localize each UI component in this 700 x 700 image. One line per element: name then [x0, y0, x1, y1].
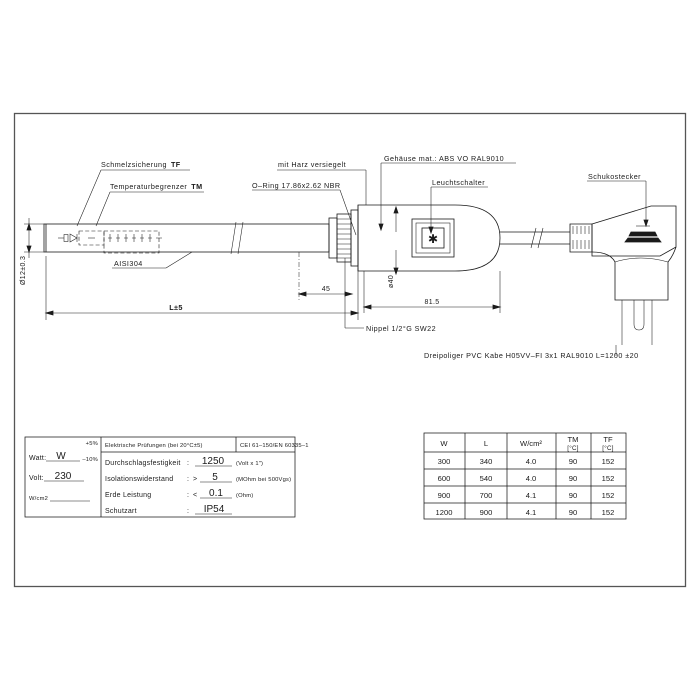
data-cell-2-1: 700 [480, 491, 493, 500]
spec-volt-label: Volt: [29, 475, 44, 482]
callout-gehaeuse: Gehäuse mat.: ABS VO RAL9010 [384, 154, 504, 163]
callout-leuchtschalter: Leuchtschalter [432, 178, 485, 187]
data-cell-3-0: 1200 [436, 508, 453, 517]
switch-housing: ✱ [357, 204, 501, 272]
spec-volt-value: 230 [55, 471, 72, 482]
callout-kabel: Dreipoliger PVC Kabe H05VV–FI 3x1 RAL901… [424, 351, 639, 360]
data-cell-1-0: 600 [438, 474, 451, 483]
dimension-length: L±5 [44, 256, 360, 320]
data-table-header-3: TM [568, 435, 579, 444]
callout-schukostecker: Schukostecker [588, 172, 641, 181]
spec-watt-value: W [56, 451, 66, 462]
callout-nippel: Nippel 1/2°G SW22 [366, 324, 436, 333]
spec-row-value-0: 1250 [202, 456, 225, 467]
data-cell-3-2: 4.1 [526, 508, 537, 517]
data-table-header-1: L [484, 439, 488, 448]
spec-electrical-header-right: CEI 61–150/EN 60335–1 [240, 443, 309, 449]
spec-watt-label: Watt: [29, 455, 46, 462]
dimension-diameter: Ø12±0.3 [20, 218, 44, 285]
data-cell-0-2: 4.0 [526, 457, 537, 466]
spec-wcm2-label: W/cm2 [29, 496, 48, 502]
spec-row-sep-3: : [187, 508, 189, 515]
internal-components [58, 230, 162, 254]
callout-leaders [76, 162, 649, 356]
data-cell-0-0: 300 [438, 457, 451, 466]
spec-row-op-2: < [193, 492, 197, 499]
data-cell-0-1: 340 [480, 457, 493, 466]
spec-row-sep-2: : [187, 492, 189, 499]
data-cell-2-0: 900 [438, 491, 451, 500]
data-table-header-4-unit: [°C] [602, 445, 614, 452]
callout-harz: mit Harz versiegelt [278, 160, 346, 169]
data-table-header-4: TF [603, 435, 613, 444]
spec-row-value-1: 5 [212, 472, 218, 483]
spec-row-label-0: Durchschlagsfestigkeit [105, 460, 181, 467]
dimension-length-label: L±5 [169, 303, 183, 312]
spec-row-op-1: > [193, 476, 197, 483]
dimension-815-label: 81.5 [424, 299, 439, 306]
data-cell-2-3: 90 [569, 491, 577, 500]
data-cell-1-3: 90 [569, 474, 577, 483]
data-cell-1-2: 4.0 [526, 474, 537, 483]
dimension-diameter-label: Ø12±0.3 [20, 256, 27, 285]
data-cell-2-2: 4.1 [526, 491, 537, 500]
data-cell-1-4: 152 [602, 474, 615, 483]
spec-table: +5% Watt: W –10% Volt: 230 W/cm2 Elektri… [24, 436, 309, 518]
dimension-815: 81.5 [362, 271, 502, 313]
dimension-dia40-label: ø40 [388, 275, 395, 288]
dimension-45: 45 [297, 252, 354, 300]
schuko-plug [569, 205, 677, 345]
spec-row-label-2: Erde Leistung [105, 492, 151, 499]
data-cell-0-3: 90 [569, 457, 577, 466]
data-cell-3-4: 152 [602, 508, 615, 517]
data-cell-3-3: 90 [569, 508, 577, 517]
data-table-header-3-unit: [°C] [567, 445, 579, 452]
heater-tube [43, 221, 330, 255]
spec-row-unit-2: (Ohm) [236, 493, 253, 499]
data-cell-2-4: 152 [602, 491, 615, 500]
spec-tolerance-plus: +5% [86, 441, 98, 447]
data-table: W L W/cm² TM [°C] TF [°C] 300 340 4.0 90… [423, 432, 627, 520]
dimension-45-label: 45 [322, 286, 331, 293]
spec-row-label-3: Schutzart [105, 508, 137, 515]
data-cell-3-1: 900 [480, 508, 493, 517]
spec-row-value-3: IP54 [204, 504, 225, 515]
spec-row-sep-1: : [187, 476, 189, 483]
power-cable [500, 227, 570, 249]
data-cell-0-4: 152 [602, 457, 615, 466]
callout-oring: O–Ring 17.86x2.62 NBR [252, 181, 341, 190]
data-cell-1-1: 540 [480, 474, 493, 483]
spec-row-unit-0: (Volt x 1") [236, 461, 263, 467]
spec-row-label-1: Isolationswiderstand [105, 476, 173, 483]
spec-row-value-2: 0.1 [209, 488, 223, 499]
switch-star-icon: ✱ [428, 232, 438, 246]
spec-row-sep-0: : [187, 460, 189, 467]
leuchtschalter-outer [411, 218, 455, 258]
data-table-header-2: W/cm² [520, 439, 542, 448]
drawing-frame [13, 112, 687, 588]
nipple-flange [328, 209, 359, 267]
callout-aisi304: AISI304 [114, 259, 143, 268]
spec-electrical-header-left: Elektrische Prüfungen (bei 20°C±5) [105, 443, 203, 449]
data-table-header-0: W [440, 439, 448, 448]
dimension-dia40: ø40 [388, 205, 399, 288]
spec-tolerance-minus: –10% [82, 457, 98, 463]
spec-row-unit-1: (MOhm bei 500Vgs) [236, 477, 291, 483]
